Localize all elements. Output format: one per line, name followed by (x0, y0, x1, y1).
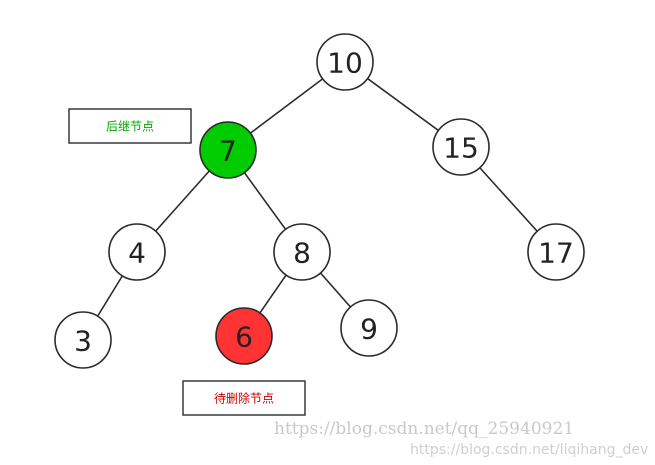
watermark-line-1: https://blog.csdn.net/qq_25940921 (274, 419, 574, 439)
edge-10-7 (249, 78, 324, 134)
node-label-15: 15 (443, 132, 479, 165)
to-delete-label-box (182, 380, 306, 416)
node-circle-6 (215, 307, 273, 365)
edge-4-3 (96, 275, 124, 317)
node-circle-7 (199, 121, 257, 179)
node-label-10: 10 (327, 47, 363, 80)
node-circle-3 (54, 311, 112, 369)
tree-nodes: 10 7 15 4 8 17 3 6 9 (54, 33, 585, 369)
node-label-4: 4 (128, 237, 146, 270)
node-label-6: 6 (235, 321, 253, 354)
node-label-17: 17 (538, 237, 574, 270)
node-label-9: 9 (360, 313, 378, 346)
edge-15-17 (479, 167, 538, 232)
edge-7-4 (155, 170, 210, 232)
tree-node-9: 9 (340, 299, 398, 357)
to-delete-label-text: 待删除节点 (214, 391, 274, 406)
tree-node-4: 4 (108, 223, 166, 281)
edge-8-9 (319, 272, 352, 308)
to-delete-label: 待删除节点 (182, 380, 306, 416)
node-circle-9 (340, 299, 398, 357)
node-circle-17 (527, 223, 585, 281)
tree-node-15: 15 (432, 118, 490, 176)
edge-10-15 (367, 77, 439, 132)
edge-7-8 (243, 172, 287, 230)
successor-label: 后继节点 (68, 108, 192, 144)
tree-node-3: 3 (54, 311, 112, 369)
tree-node-6: 6 (215, 307, 273, 365)
successor-label-text: 后继节点 (106, 120, 154, 134)
node-label-7: 7 (219, 135, 237, 168)
tree-node-8: 8 (273, 223, 331, 281)
node-circle-15 (432, 118, 490, 176)
edge-8-6 (259, 274, 287, 314)
tree-node-17: 17 (527, 223, 585, 281)
node-label-3: 3 (74, 325, 92, 358)
node-circle-10 (316, 33, 374, 91)
tree-node-10: 10 (316, 33, 374, 91)
tree-node-7: 7 (199, 121, 257, 179)
watermark-line-2: https://blog.csdn.net/liqihang_dev (410, 442, 648, 458)
node-label-8: 8 (293, 237, 311, 270)
node-circle-4 (108, 223, 166, 281)
successor-label-box (68, 108, 192, 144)
tree-edges (96, 77, 538, 317)
node-circle-8 (273, 223, 331, 281)
